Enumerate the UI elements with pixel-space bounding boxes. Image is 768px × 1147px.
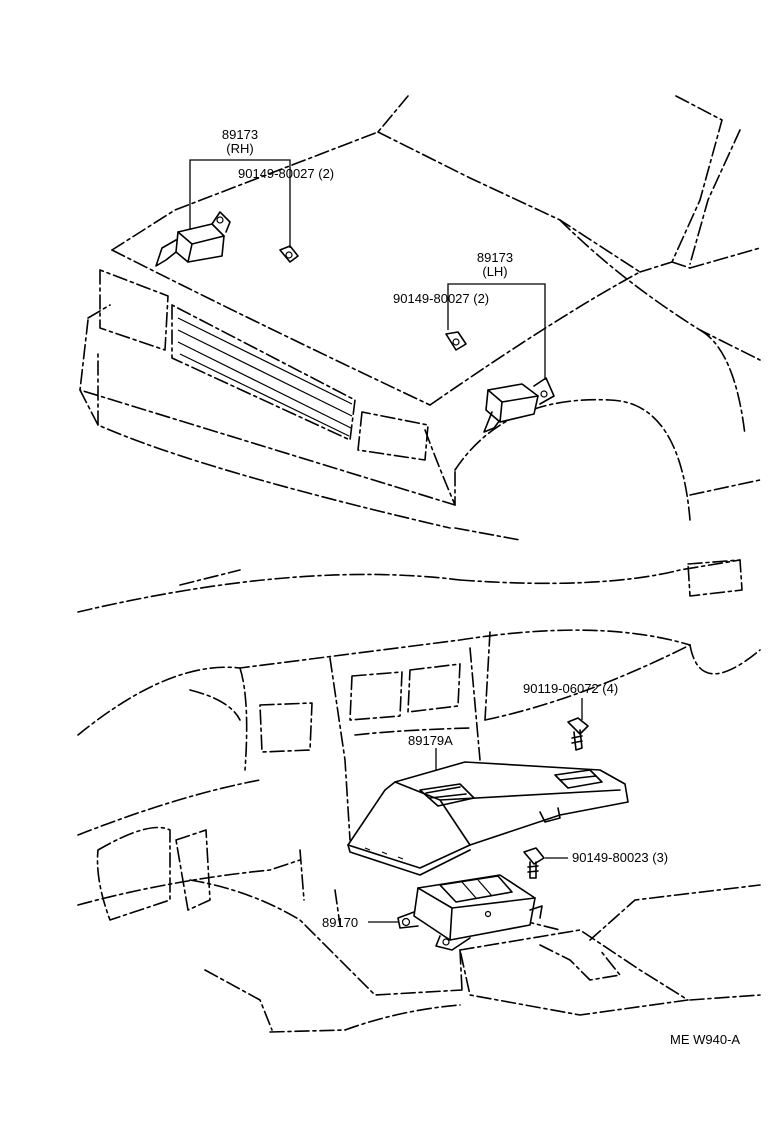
front-airbag-sensor-lh bbox=[483, 377, 555, 433]
label-rh-bolt: 90149-80027 (2) bbox=[238, 166, 334, 181]
vehicle-front-outline bbox=[79, 95, 761, 541]
bolt-rh-icon bbox=[279, 245, 299, 263]
label-lh-bolt: 90149-80027 (2) bbox=[393, 291, 489, 306]
upper-leader-lines bbox=[189, 159, 546, 380]
label-lh-part-number: 89173 bbox=[477, 250, 513, 265]
label-cover: 89179A bbox=[408, 733, 453, 748]
vehicle-interior-outline bbox=[77, 559, 761, 1033]
front-airbag-sensor-rh bbox=[155, 211, 231, 267]
sensor-cover bbox=[347, 761, 629, 876]
bolt-lh-icon bbox=[445, 331, 467, 351]
label-bolt-lower: 90149-80023 (3) bbox=[572, 850, 668, 865]
label-sensor-unit: 89170 bbox=[322, 915, 358, 930]
figure-code: ME W940-A bbox=[670, 1032, 740, 1047]
bolt-lower-icon bbox=[523, 847, 545, 879]
label-rh-part-number: 89173 bbox=[222, 127, 258, 142]
label-lh-side: (LH) bbox=[482, 264, 507, 279]
label-rh-side: (RH) bbox=[226, 141, 253, 156]
screw-icon bbox=[567, 717, 589, 751]
label-screw: 90119-06072 (4) bbox=[523, 681, 618, 696]
lower-leader-lines bbox=[368, 698, 583, 923]
airbag-sensor-assembly bbox=[397, 874, 543, 951]
